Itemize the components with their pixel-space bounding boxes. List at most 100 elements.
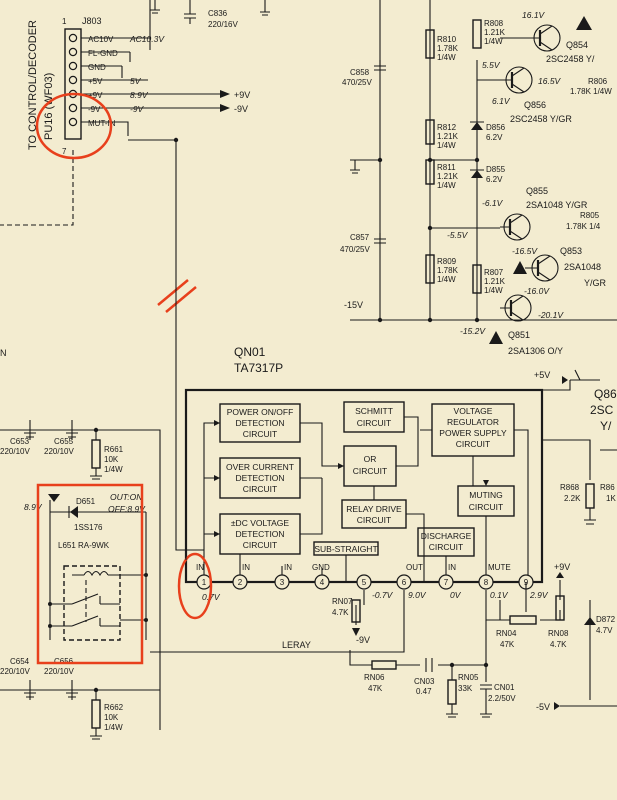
relay-outline [63, 565, 121, 641]
c653-value: 220/10V [0, 447, 30, 456]
triangle-warning-q853 [513, 261, 527, 274]
cn01-ref: CN01 [494, 683, 515, 692]
pin-5-volt: -0.7V [372, 590, 394, 600]
output-minus9v: -9V [234, 104, 248, 114]
pin-1-volt: 0.7V [202, 592, 221, 602]
side-label-pu16: PU16 (WF03) [43, 73, 55, 140]
block-muting-line2: CIRCUIT [469, 502, 503, 512]
block-or-line2: CIRCUIT [353, 466, 387, 476]
r811-power: 1/4W [437, 181, 456, 190]
bottom-section: RN07 4.7K -9V LERAY RN06 47K CN03 0.47 R… [150, 590, 516, 718]
rn08-ref: RN08 [548, 629, 569, 638]
r661-power: 1/4W [104, 465, 123, 474]
pin-4-label: GND [312, 563, 330, 572]
r809-ref: R809 [437, 257, 457, 266]
volt-8-9v: 8.9V [130, 90, 149, 100]
side-label-to-control: TO CONTROL/DECODER [27, 20, 39, 150]
volt-16-5v: 16.5V [538, 76, 562, 86]
r661 [91, 439, 101, 469]
pin-3-num: 3 [280, 578, 285, 587]
pin-5-num: 5 [362, 578, 367, 587]
cap-c836: C836 220/16V [150, 0, 270, 29]
connector-pin-top: 1 [62, 17, 67, 26]
r808 [472, 19, 482, 49]
rn08-value: 4.7K [550, 640, 567, 649]
d651-ref: D651 [76, 497, 96, 506]
r812-value: 1.21K [437, 132, 459, 141]
c836-value: 220/16V [208, 20, 238, 29]
r805-ref: R805 [580, 211, 600, 220]
r809 [425, 254, 435, 284]
pin-4-num: 4 [320, 578, 325, 587]
block-oc-line2: DETECTION [235, 473, 284, 483]
c654-value: 220/10V [0, 667, 30, 676]
volt-minus-16-5v: -16.5V [512, 246, 538, 256]
volt-5v: 5V [130, 76, 142, 86]
pin-6-volt: 9.0V [408, 590, 427, 600]
pin-6-label: OUT [406, 563, 423, 572]
pin-9-volt: 2.9V [529, 590, 549, 600]
block-power-line3: CIRCUIT [243, 429, 277, 439]
rn06-ref: RN06 [364, 673, 385, 682]
r662-power: 1/4W [104, 723, 123, 732]
rn05-ref: RN05 [458, 673, 479, 682]
red-highlight-mut-in [35, 92, 113, 160]
pin-label-gnd: GND [88, 63, 106, 72]
r868-value: 2.2K [564, 494, 581, 503]
r806-ref: R806 [588, 77, 608, 86]
block-discharge-line1: DISCHARGE [421, 531, 472, 541]
r810 [425, 29, 435, 59]
cn03-value: 0.47 [416, 687, 432, 696]
c654-ref: C654 [10, 657, 30, 666]
rn05 [447, 679, 457, 705]
q856-type: 2SC2458 Y/GR [510, 114, 572, 124]
ic-ta7317p: QN01 TA7317P POWER ON/OFF DETECTION CIRC… [177, 345, 549, 620]
block-schmitt-line2: CIRCUIT [357, 418, 391, 428]
r807-power: 1/4W [484, 286, 503, 295]
block-reg-line3: POWER SUPPLY [439, 428, 507, 438]
r868 [585, 483, 595, 509]
volt-minus-6-1v: -6.1V [482, 198, 504, 208]
block-oc-line3: CIRCUIT [243, 484, 277, 494]
rn04-value: 47K [500, 640, 515, 649]
d855-ref: D855 [486, 165, 506, 174]
cn03-ref: CN03 [414, 677, 435, 686]
rail-plus9v-right: +9V [554, 562, 570, 572]
volt-6-1v: 6.1V [492, 96, 511, 106]
pin-label-minus9v: -9V [88, 105, 101, 114]
r807 [472, 264, 482, 294]
q854-type: 2SC2458 Y/ [546, 54, 595, 64]
junction-dots [93, 137, 489, 693]
pin-7-label: IN [448, 563, 456, 572]
volt-8-9v-left: 8.9V [24, 502, 43, 512]
r810-ref: R810 [437, 35, 457, 44]
block-dc-line1: ±DC VOLTAGE [231, 518, 290, 528]
block-power-line1: POWER ON/OFF [227, 407, 294, 417]
volt-minus-20-1v: -20.1V [538, 310, 564, 320]
r661-value: 10K [104, 455, 119, 464]
r811-value: 1.21K [437, 172, 459, 181]
rail-minus9v-bottom: -9V [356, 635, 370, 645]
pin-6-num: 6 [402, 578, 407, 587]
block-oc-line1: OVER CURRENT [226, 462, 294, 472]
r662-value: 10K [104, 713, 119, 722]
pin-label-fl-gnd: FL-GND [88, 49, 118, 58]
q854-ref: Q854 [566, 40, 588, 50]
c857-value: 470/25V [340, 245, 370, 254]
pin-1-label: IN [196, 563, 204, 572]
pin-1-num: 1 [202, 578, 207, 587]
c656-value: 220/10V [44, 667, 74, 676]
red-break-marks [157, 279, 197, 313]
volt-5-5v: 5.5V [482, 60, 501, 70]
block-relay-line1: RELAY DRIVE [346, 504, 402, 514]
r808-power: 1/4W [484, 37, 503, 46]
q853-suffix: Y/GR [584, 278, 607, 288]
rn07 [351, 599, 361, 623]
d651-value: 1SS176 [74, 523, 103, 532]
r809-power: 1/4W [437, 275, 456, 284]
triangle-warning-q851 [489, 331, 503, 344]
d856-value: 6.2V [486, 133, 503, 142]
q853-type: 2SA1048 [564, 262, 601, 272]
connector-j803: J803 1 7 AC10V FL-GND GND +5V +9V -9V MU… [0, 0, 250, 226]
q851-ref: Q851 [508, 330, 530, 340]
